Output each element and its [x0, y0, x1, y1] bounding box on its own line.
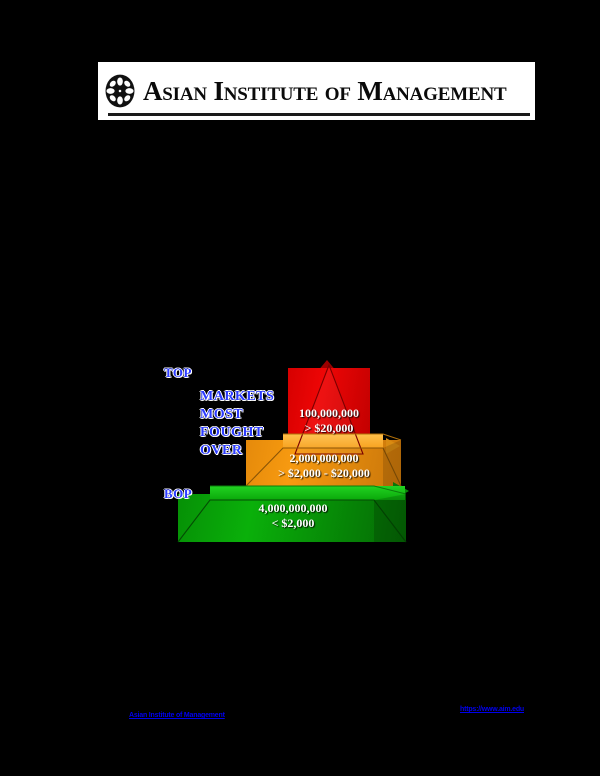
bop-pyramid-diagram: 100,000,000 > $20,000 2,000,000,000 > $2… [150, 355, 460, 555]
label-bop: BOP [164, 486, 193, 501]
label-markets-most-fought-over: MARKETS MOST FOUGHT OVER [200, 389, 275, 458]
footer-link-right[interactable]: https://www.aim.edu [460, 706, 524, 713]
tier-bottom-population: 4,000,000,000 [258, 501, 328, 515]
pyramid-tier-bottom-cap [210, 486, 405, 500]
pyramid-tier-middle-text: 2,000,000,000 > $2,000 - $20,000 [238, 451, 410, 480]
tier-top-population: 100,000,000 [299, 406, 359, 420]
tier-top-income: > $20,000 [304, 420, 354, 435]
logo-banner-rule [108, 113, 530, 116]
tier-bottom-income: < $2,000 [271, 515, 315, 530]
tier-middle-income: > $2,000 - $20,000 [278, 465, 370, 480]
pyramid-tier-top-text: 100,000,000 > $20,000 [268, 406, 390, 435]
footer-link-left[interactable]: Asian Institute of Management [129, 712, 225, 719]
label-top: TOP [164, 365, 192, 380]
aim-wordmark: Asian Institute of Management [143, 75, 507, 106]
pyramid-tier-bottom-text: 4,000,000,000 < $2,000 [198, 501, 388, 530]
tier-middle-population: 2,000,000,000 [289, 451, 359, 465]
aim-wheel-emblem-icon [104, 74, 136, 108]
pyramid-tier-middle-cap [283, 434, 383, 448]
aim-logo-banner: Asian Institute of Management [98, 62, 535, 120]
